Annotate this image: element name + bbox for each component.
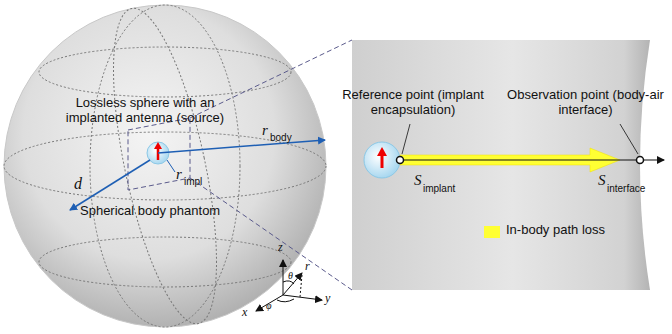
point-subscript: interface (607, 183, 645, 195)
dimension-subscript: body (270, 132, 292, 144)
axis-label: θ (288, 270, 293, 282)
point-symbol: S (598, 172, 606, 189)
dimension-symbol: d (74, 175, 82, 193)
axis-label: r (305, 260, 310, 274)
point-symbol: S (414, 172, 422, 189)
legend-swatch (484, 226, 500, 238)
part-name: Spherical body phantom (80, 204, 220, 219)
callout-text: Reference point (implant encapsulation) (338, 88, 488, 118)
axis-label: z (278, 241, 283, 255)
callout-text: Observation point (body-air interface) (503, 88, 668, 118)
callout-text: Lossless sphere with an implanted antenn… (50, 96, 240, 126)
axis-label: x (242, 306, 247, 320)
axis-label: φ (266, 300, 272, 312)
dimension-symbol: r (262, 122, 268, 139)
dimension-subscript: impl (184, 176, 202, 188)
point-subscript: implant (423, 183, 455, 195)
dimension-symbol: r (176, 166, 182, 183)
axis-label: y (325, 292, 330, 306)
legend-text: In-body path loss (506, 223, 605, 238)
